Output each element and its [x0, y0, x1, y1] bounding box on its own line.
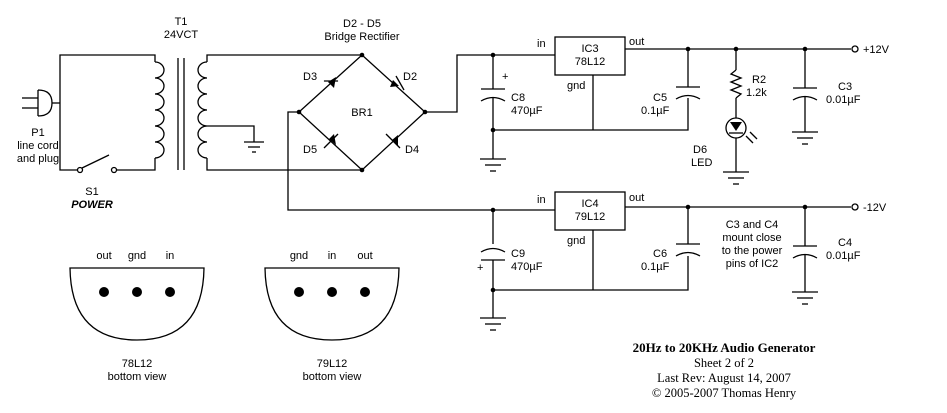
- r2-value-label: 1.2k: [746, 87, 767, 99]
- bridge-ref-label: D2 - D5: [343, 18, 381, 30]
- c8-value-label: 470µF: [511, 105, 543, 117]
- note-line4: pins of IC2: [726, 258, 779, 270]
- pinout2-pin3: out: [357, 250, 372, 262]
- plus12-label: +12V: [863, 44, 890, 56]
- d4-label: D4: [405, 144, 419, 156]
- c9-ref-label: C9: [511, 248, 525, 260]
- pinout1-pin1: out: [96, 250, 111, 262]
- ic4-out-label: out: [629, 192, 644, 204]
- pinout1-view: bottom view: [108, 371, 167, 383]
- neg-gnd-bus: [493, 256, 689, 291]
- pos-gnd-bus: [493, 98, 689, 131]
- c9-value-label: 470µF: [511, 261, 543, 273]
- led-d6: [725, 117, 758, 172]
- ic3-regulator: [554, 36, 626, 130]
- bridge-rectifier: [287, 52, 555, 211]
- pinout1-pin2: gnd: [128, 250, 146, 262]
- ic3-out-label: out: [629, 36, 644, 48]
- c9-plus-sign: +: [477, 262, 483, 274]
- ic4-part-label: 79L12: [575, 211, 606, 223]
- ground-pos: [480, 158, 506, 172]
- s1-ref-label: S1: [85, 186, 98, 198]
- note-line1: C3 and C4: [726, 219, 779, 231]
- c4-ref-label: C4: [838, 237, 852, 249]
- pinout2-pin2: in: [328, 250, 337, 262]
- note-line2: mount close: [722, 232, 781, 244]
- ic4-regulator: [554, 191, 626, 290]
- d3-label: D3: [303, 71, 317, 83]
- minus12-label: -12V: [863, 202, 887, 214]
- c4-value-label: 0.01µF: [826, 250, 861, 262]
- c9-capacitor: [480, 207, 506, 318]
- s1-name-label: POWER: [71, 199, 113, 211]
- plug-p1: [22, 89, 60, 117]
- ic4-gnd-label: gnd: [567, 235, 585, 247]
- switch-s1: [76, 154, 118, 174]
- bridge-desc-label: Bridge Rectifier: [324, 31, 400, 43]
- c8-ref-label: C8: [511, 92, 525, 104]
- d2-label: D2: [403, 71, 417, 83]
- c5-ref-label: C5: [653, 92, 667, 104]
- c6-value-label: 0.1µF: [641, 261, 670, 273]
- diode-d3: [323, 77, 339, 88]
- sheet-number: Sheet 2 of 2: [694, 356, 754, 370]
- c3-capacitor: [792, 46, 818, 145]
- primary-wiring: [59, 54, 156, 171]
- transformer-t1: [154, 58, 208, 170]
- ground-ct-symbol: [244, 141, 264, 153]
- p1-ref-label: P1: [31, 127, 44, 139]
- r2-resistor: [729, 46, 743, 118]
- d6-ref-label: D6: [693, 144, 707, 156]
- ic4-in-label: in: [537, 194, 546, 206]
- ic3-in-label: in: [537, 38, 546, 50]
- diode-d5: [323, 133, 339, 149]
- plus12-terminal: [851, 45, 859, 53]
- sheet-revision: Last Rev: August 14, 2007: [657, 371, 791, 385]
- pinout-79l12: [264, 267, 400, 341]
- pinout2-pin1: gnd: [290, 250, 308, 262]
- ic4-ref-label: IC4: [581, 198, 598, 210]
- c6-ref-label: C6: [653, 248, 667, 260]
- note-line3: to the power: [722, 245, 783, 257]
- ground-led: [723, 171, 749, 185]
- c8-capacitor: [480, 52, 506, 159]
- secondary-wiring: [206, 54, 362, 171]
- pinout1-pin3: in: [166, 250, 175, 262]
- pinout1-part: 78L12: [122, 358, 153, 370]
- ic3-ref-label: IC3: [581, 43, 598, 55]
- d6-type-label: LED: [691, 157, 712, 169]
- t1-ref-label: T1: [175, 16, 188, 28]
- c5-value-label: 0.1µF: [641, 105, 670, 117]
- ground-neg: [480, 317, 506, 331]
- c3-ref-label: C3: [838, 81, 852, 93]
- pinout2-view: bottom view: [303, 371, 362, 383]
- c8-plus-sign: +: [502, 71, 508, 83]
- pinout-78l12: [69, 267, 205, 341]
- p1-line2-label: and plug: [17, 153, 59, 165]
- c4-capacitor: [792, 204, 818, 305]
- ic3-part-label: 78L12: [575, 56, 606, 68]
- sheet-copyright: © 2005-2007 Thomas Henry: [652, 386, 797, 400]
- diode-d4: [385, 133, 401, 149]
- d5-label: D5: [303, 144, 317, 156]
- diode-d2: [390, 75, 405, 91]
- c3-value-label: 0.01µF: [826, 94, 861, 106]
- r2-ref-label: R2: [752, 74, 766, 86]
- br1-label: BR1: [351, 107, 372, 119]
- c5-capacitor: [675, 46, 701, 100]
- t1-value-label: 24VCT: [164, 29, 199, 41]
- minus12-terminal: [851, 203, 859, 211]
- sheet-title: 20Hz to 20KHz Audio Generator: [633, 340, 816, 355]
- ic3-gnd-label: gnd: [567, 80, 585, 92]
- p1-line1-label: line cord: [17, 140, 59, 152]
- pinout2-part: 79L12: [317, 358, 348, 370]
- c6-capacitor: [675, 204, 701, 257]
